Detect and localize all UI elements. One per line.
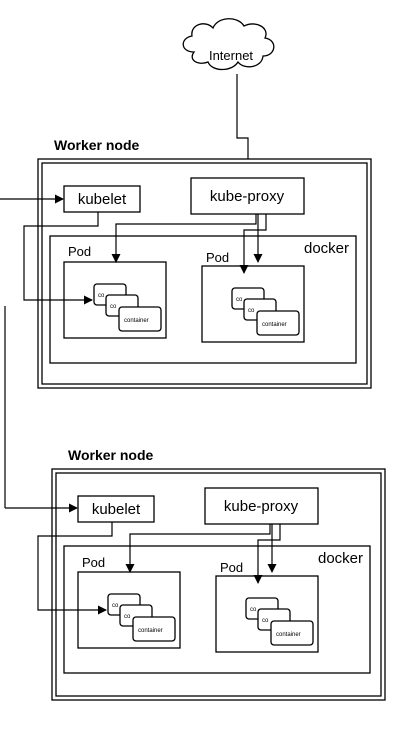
worker-node-1: Worker node docker kubelet kube-proxy Po… bbox=[0, 137, 372, 389]
kube-proxy-to-pod1-connector bbox=[111, 214, 257, 263]
container-label: co bbox=[236, 297, 243, 303]
container-label: co bbox=[250, 607, 257, 613]
container-label: container bbox=[262, 322, 287, 328]
kubelet-label: kubelet bbox=[92, 501, 141, 518]
kubelet-box bbox=[63, 185, 141, 213]
container-box bbox=[270, 620, 314, 646]
container-label: container bbox=[276, 632, 301, 638]
kube-proxy-to-pod2-connector-a bbox=[239, 214, 267, 274]
container-label: co bbox=[124, 614, 131, 620]
internet-cloud: Internet bbox=[182, 18, 275, 71]
kube-proxy-label: kube-proxy bbox=[224, 498, 299, 515]
container-stack: co co container bbox=[93, 283, 162, 332]
container-label: co bbox=[262, 618, 269, 624]
worker-node-2: Worker node docker kubelet kube-proxy Po… bbox=[5, 447, 386, 701]
pod-label: Pod bbox=[220, 560, 243, 575]
container-stack: co co container bbox=[245, 597, 314, 646]
kube-proxy-label: kube-proxy bbox=[210, 188, 285, 205]
kubelet-label: kubelet bbox=[78, 191, 127, 208]
container-label: container bbox=[124, 318, 149, 324]
kubelet-box bbox=[77, 495, 155, 523]
container-box bbox=[256, 310, 300, 336]
pod-label: Pod bbox=[82, 555, 105, 570]
docker-label: docker bbox=[318, 550, 363, 567]
kube-proxy-to-pod2-connector-a bbox=[253, 524, 281, 584]
internet-label: Internet bbox=[209, 48, 253, 63]
internet-to-kube-proxy-connector bbox=[236, 74, 253, 177]
container-box bbox=[132, 616, 176, 642]
container-stack: co co container bbox=[107, 593, 176, 642]
pod-label: Pod bbox=[206, 250, 229, 265]
worker-node-title: Worker node bbox=[68, 447, 154, 463]
kube-proxy-box bbox=[190, 177, 305, 215]
container-box bbox=[118, 306, 162, 332]
container-label: container bbox=[138, 628, 163, 634]
worker-node-title: Worker node bbox=[54, 137, 140, 153]
container-label: co bbox=[112, 603, 119, 609]
kubelet-to-containers-connector bbox=[23, 212, 99, 305]
kube-proxy-box bbox=[204, 487, 319, 525]
container-stack: co co container bbox=[231, 287, 300, 336]
kube-proxy-to-pod1-connector bbox=[125, 524, 271, 573]
pod-label: Pod bbox=[68, 244, 91, 259]
docker-label: docker bbox=[304, 240, 349, 257]
container-label: co bbox=[98, 293, 105, 299]
connector-line bbox=[182, 18, 275, 71]
container-label: co bbox=[110, 304, 117, 310]
kubelet-to-containers-connector bbox=[37, 522, 113, 615]
container-label: co bbox=[248, 308, 255, 314]
